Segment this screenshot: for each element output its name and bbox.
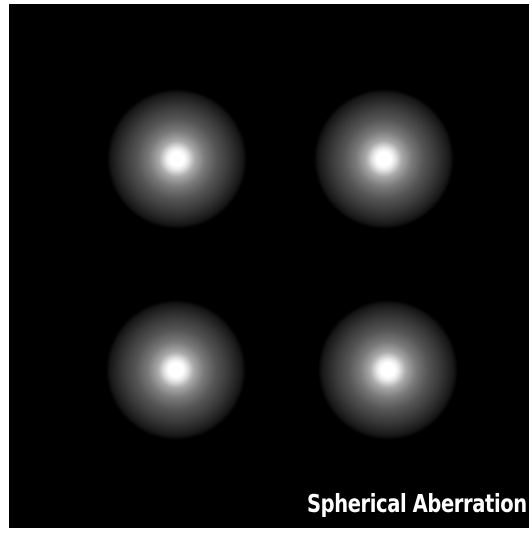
spot-bottom-right	[318, 300, 458, 440]
spot-bottom-left	[106, 300, 246, 440]
spot-top-right	[314, 89, 454, 229]
spot-top-left	[107, 89, 247, 229]
aberration-panel: Spherical Aberration	[9, 4, 529, 528]
caption-label: Spherical Aberration	[307, 489, 527, 518]
